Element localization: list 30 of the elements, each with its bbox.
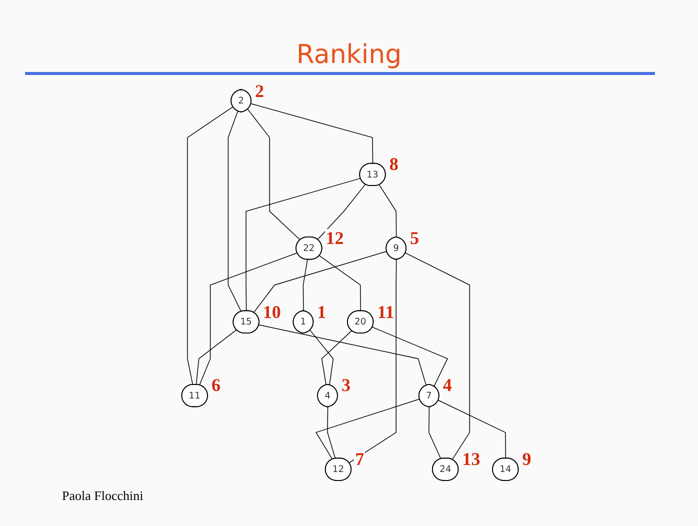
connector xyxy=(250,103,374,164)
rank-number: 12 xyxy=(324,229,345,247)
connector xyxy=(302,259,308,312)
connector xyxy=(253,250,388,313)
connector xyxy=(310,330,334,386)
connector xyxy=(228,110,242,312)
connector xyxy=(199,252,298,386)
rank-number: 5 xyxy=(409,229,420,247)
rank-number: 6 xyxy=(210,376,222,394)
rank-number: 13 xyxy=(461,450,482,468)
rank-number: 3 xyxy=(340,376,352,394)
connector xyxy=(378,184,397,238)
connector xyxy=(372,326,448,387)
connector xyxy=(246,178,361,312)
connector xyxy=(405,252,470,460)
connector xyxy=(258,324,427,386)
footer-text: Paola Flocchini xyxy=(62,488,144,504)
rank-number: 9 xyxy=(521,450,532,468)
connector xyxy=(428,406,442,460)
connector xyxy=(321,330,352,386)
connector xyxy=(196,329,237,386)
connector xyxy=(438,400,506,459)
slide-title: Ranking xyxy=(295,40,403,70)
connector xyxy=(316,398,420,460)
rank-number: 8 xyxy=(388,155,400,174)
connector xyxy=(187,106,234,386)
connector xyxy=(327,406,336,459)
connector xyxy=(318,255,361,312)
connector xyxy=(247,108,301,240)
connector xyxy=(317,184,366,240)
